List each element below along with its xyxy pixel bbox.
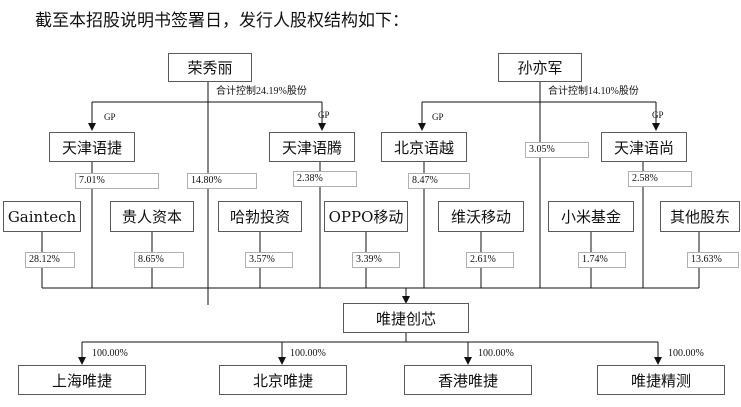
partnership-tianjin-yujie: 天津语捷 <box>49 132 135 162</box>
shareholder-others: 其他股东 <box>660 201 740 232</box>
subsidiary-beijing-vanchip: 北京唯捷 <box>219 365 347 395</box>
pct-vivo-mobile: 2.61% <box>466 252 514 268</box>
pct-gaintech: 28.12% <box>25 252 75 268</box>
subsidiary-shanghai-vanchip: 上海唯捷 <box>18 365 146 395</box>
shareholder-guiren-capital: 贵人资本 <box>110 201 194 232</box>
holder-sun-yijun: 孙亦军 <box>498 53 582 82</box>
sun-control-note: 合计控制14.10%股份 <box>548 86 639 97</box>
partnership-tianjin-yushang: 天津语尚 <box>601 132 687 162</box>
pct-tianjin-yushang: 2.58% <box>628 171 692 187</box>
pct-guiren-capital: 8.65% <box>134 252 184 268</box>
shareholder-gaintech: Gaintech <box>3 201 81 232</box>
pct-others: 13.63% <box>687 252 739 268</box>
pct-hongkong-vanchip: 100.00% <box>478 348 514 359</box>
subsidiary-vanchip-precision-test: 唯捷精测 <box>597 365 725 395</box>
partnership-beijing-yuyue: 北京语越 <box>381 132 467 162</box>
shareholder-vivo-mobile: 维沃移动 <box>438 201 524 232</box>
pct-rong-direct: 14.80% <box>187 173 257 189</box>
pct-xiaomi-fund: 1.74% <box>578 252 626 268</box>
pct-oppo-mobile: 3.39% <box>352 252 400 268</box>
gp-label: GP <box>318 110 330 120</box>
pct-beijing-yuyue: 8.47% <box>408 173 470 189</box>
gp-label: GP <box>652 110 664 120</box>
intro-text: 截至本招股说明书签署日，发行人股权结构如下： <box>35 11 409 31</box>
rong-control-note: 合计控制24.19%股份 <box>216 86 307 97</box>
pct-hubble-investment: 3.57% <box>245 252 293 268</box>
pct-tianjin-yujie: 7.01% <box>75 173 159 189</box>
subsidiary-hongkong-vanchip: 香港唯捷 <box>404 365 532 395</box>
pct-tianjin-yuteng: 2.38% <box>293 171 357 187</box>
pct-shanghai-vanchip: 100.00% <box>92 348 128 359</box>
holder-rong-xiuli: 荣秀丽 <box>168 53 252 82</box>
shareholder-oppo-mobile: OPPO移动 <box>324 201 408 232</box>
shareholder-hubble-investment: 哈勃投资 <box>218 201 302 232</box>
pct-beijing-vanchip: 100.00% <box>290 348 326 359</box>
shareholder-xiaomi-fund: 小米基金 <box>548 201 634 232</box>
company-vanchip: 唯捷创芯 <box>343 303 469 333</box>
pct-vanchip-precision-test: 100.00% <box>668 348 704 359</box>
gp-label: GP <box>104 112 116 122</box>
pct-sun-direct: 3.05% <box>525 142 589 158</box>
partnership-tianjin-yuteng: 天津语腾 <box>269 132 355 162</box>
gp-label: GP <box>432 112 444 122</box>
